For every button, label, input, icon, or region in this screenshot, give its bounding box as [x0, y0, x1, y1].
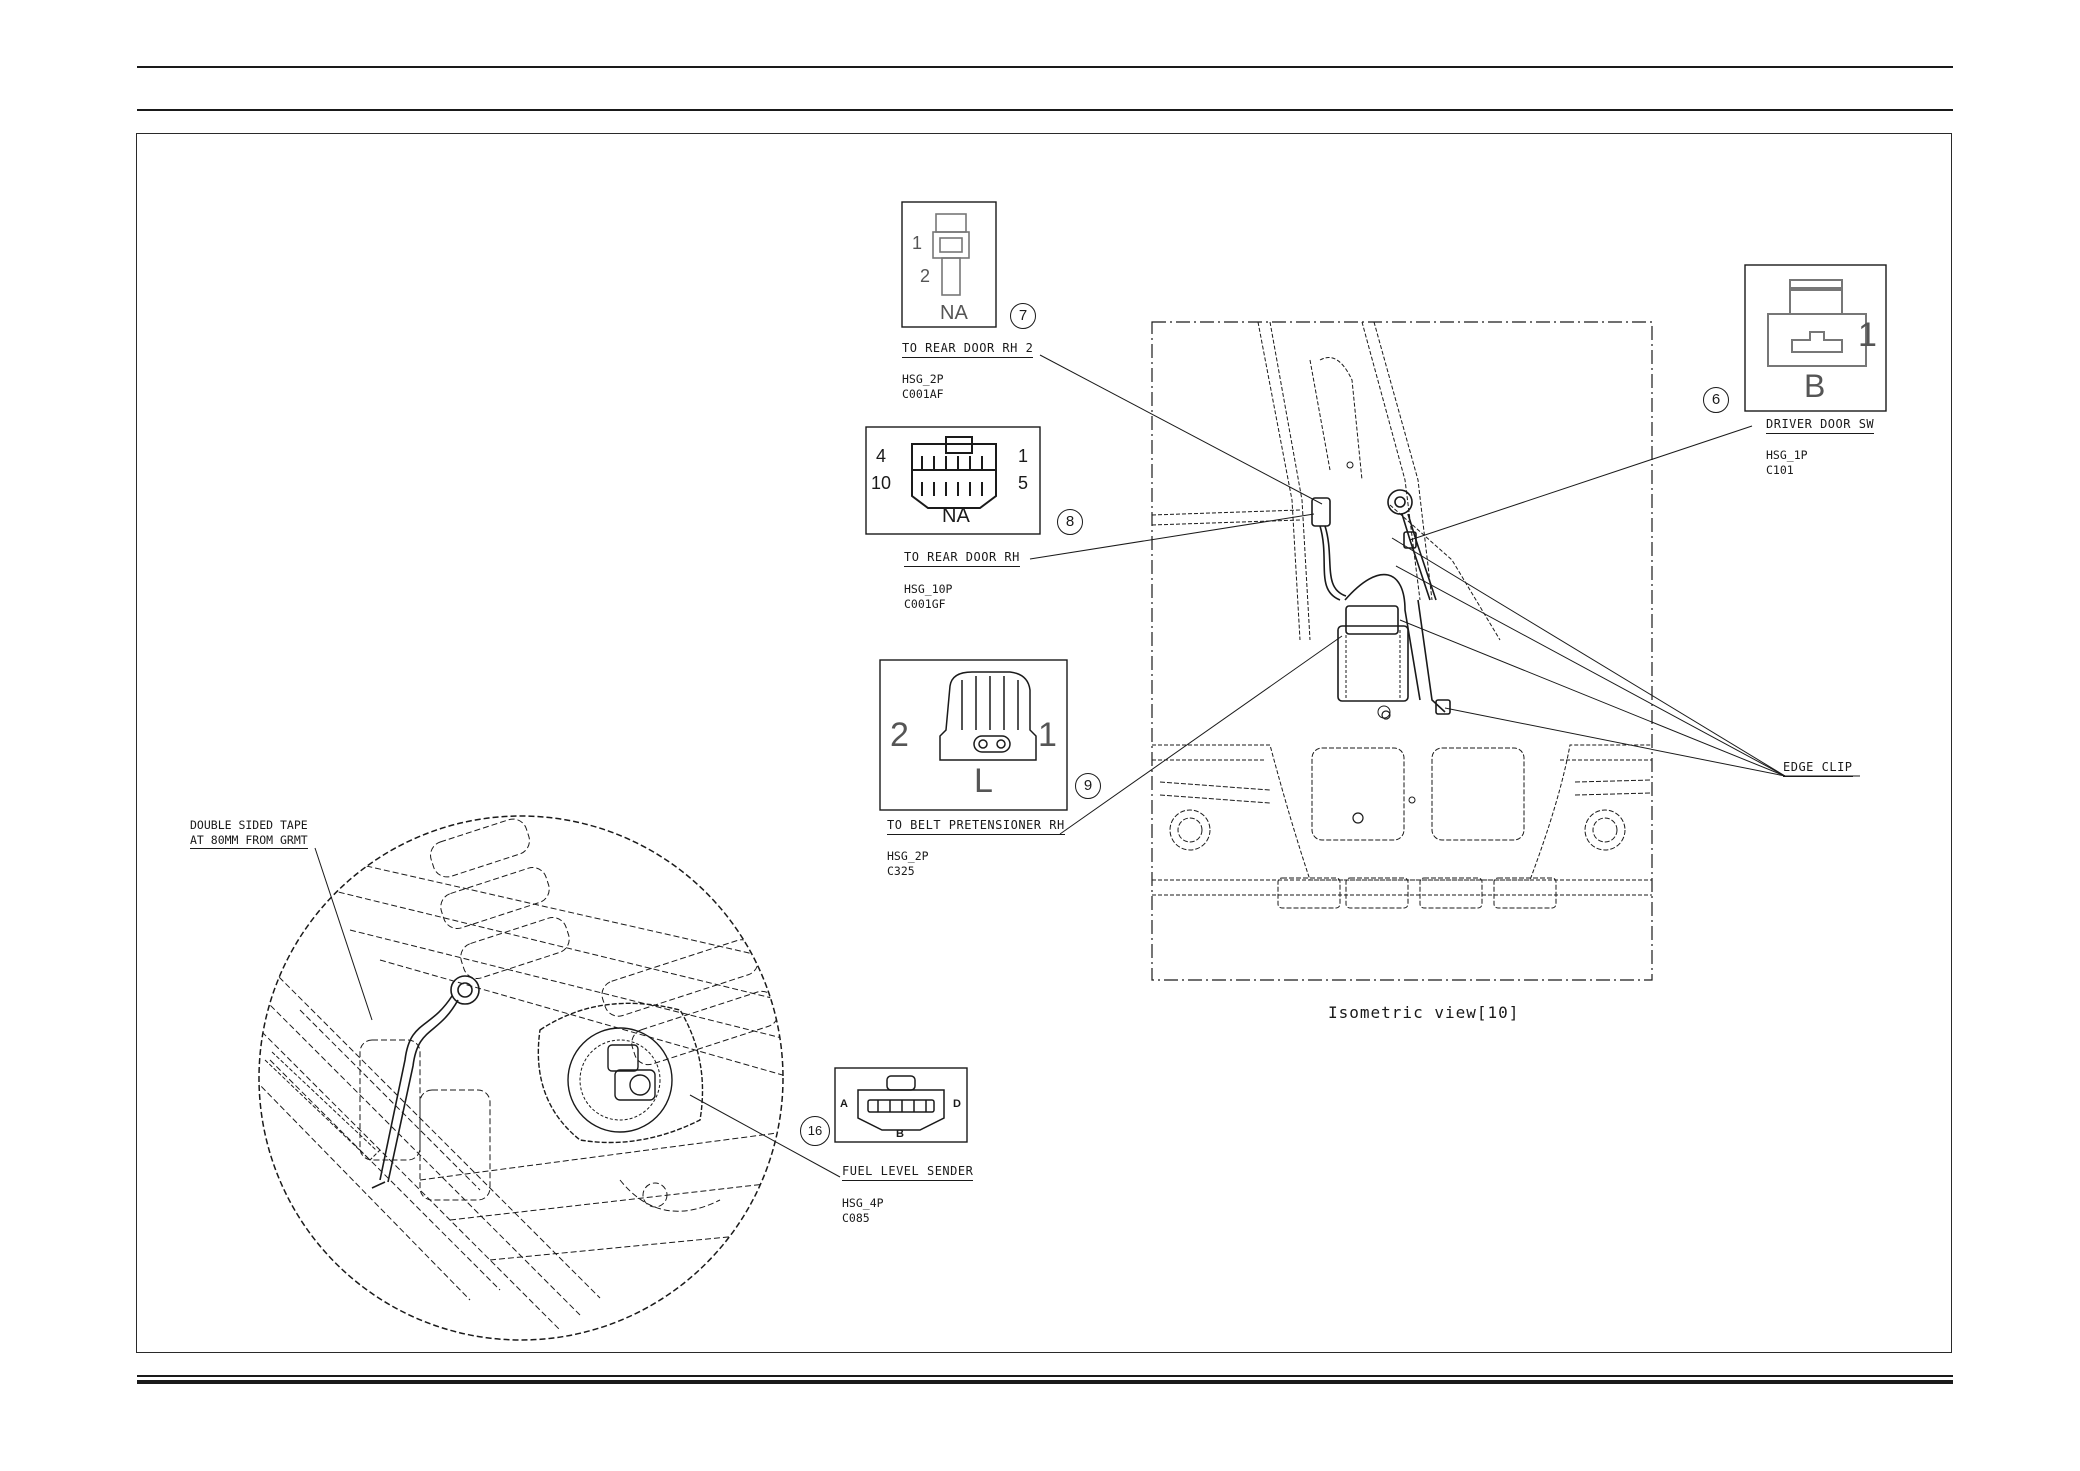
connector-id: C325: [887, 864, 915, 878]
connector-codes: HSG_10P C001GF: [904, 582, 952, 612]
bottom-rule-thick: [137, 1380, 1953, 1384]
connector-label: DRIVER DOOR SW: [1766, 417, 1875, 434]
pin-label: 1: [912, 233, 923, 253]
pin-label: 10: [871, 473, 892, 493]
connector-id: C085: [842, 1211, 870, 1225]
connector-id: C001AF: [902, 387, 944, 401]
color-code: NA: [942, 505, 970, 527]
callout-8: 8: [1057, 509, 1083, 535]
pin-label: 1: [1038, 716, 1057, 754]
pin-label: 2: [890, 716, 909, 754]
edge-clip-label: EDGE CLIP: [1783, 760, 1853, 777]
pin-label: A: [840, 1098, 848, 1110]
isometric-view-title: Isometric view[10]: [1328, 1003, 1520, 1022]
connector-codes: HSG_2P C001AF: [902, 372, 944, 402]
callout-16: 16: [800, 1116, 830, 1146]
pin-label: 2: [920, 266, 931, 286]
connector-label: TO REAR DOOR RH 2: [902, 341, 1034, 358]
detail-circle: [258, 815, 784, 1341]
leader-lines: [314, 354, 1860, 1178]
color-code: L: [974, 762, 993, 800]
tape-note: DOUBLE SIDED TAPE AT 80MM FROM GRMT: [190, 818, 308, 849]
connector-codes: HSG_1P C101: [1766, 448, 1808, 478]
connector-id: C101: [1766, 463, 1794, 477]
housing-code: HSG_2P: [902, 372, 944, 386]
pin-label: 4: [876, 446, 887, 466]
connector-faces: [834, 201, 1887, 1143]
connector-id: C001GF: [904, 597, 946, 611]
color-code: NA: [940, 302, 968, 324]
top-rule-2: [137, 109, 1953, 111]
color-code: B: [1804, 368, 1826, 404]
connector-label: FUEL LEVEL SENDER: [842, 1164, 974, 1181]
connector-label: TO BELT PRETENSIONER RH: [887, 818, 1065, 835]
connector-label: TO REAR DOOR RH: [904, 550, 1020, 567]
housing-code: HSG_4P: [842, 1196, 884, 1210]
drawing-frame: [136, 133, 1952, 1353]
housing-code: HSG_1P: [1766, 448, 1808, 462]
pin-label: 1: [1018, 446, 1029, 466]
pin-label: 5: [1018, 473, 1029, 493]
callout-6: 6: [1703, 387, 1729, 413]
housing-code: HSG_10P: [904, 582, 953, 596]
connector-codes: HSG_4P C085: [842, 1196, 884, 1226]
pin-label: 1: [1858, 316, 1877, 354]
isometric-view: [1151, 321, 1653, 981]
housing-code: HSG_2P: [887, 849, 929, 863]
pin-label: D: [953, 1098, 961, 1110]
callout-7: 7: [1010, 303, 1036, 329]
top-rule-1: [137, 66, 1953, 68]
callout-9: 9: [1075, 773, 1101, 799]
tape-note-line-1: DOUBLE SIDED TAPE: [190, 818, 308, 832]
bottom-rule-thin: [137, 1375, 1953, 1377]
pin-label: B: [896, 1128, 904, 1140]
tape-note-line-2: AT 80MM FROM GRMT: [190, 833, 308, 849]
connector-codes: HSG_2P C325: [887, 849, 929, 879]
